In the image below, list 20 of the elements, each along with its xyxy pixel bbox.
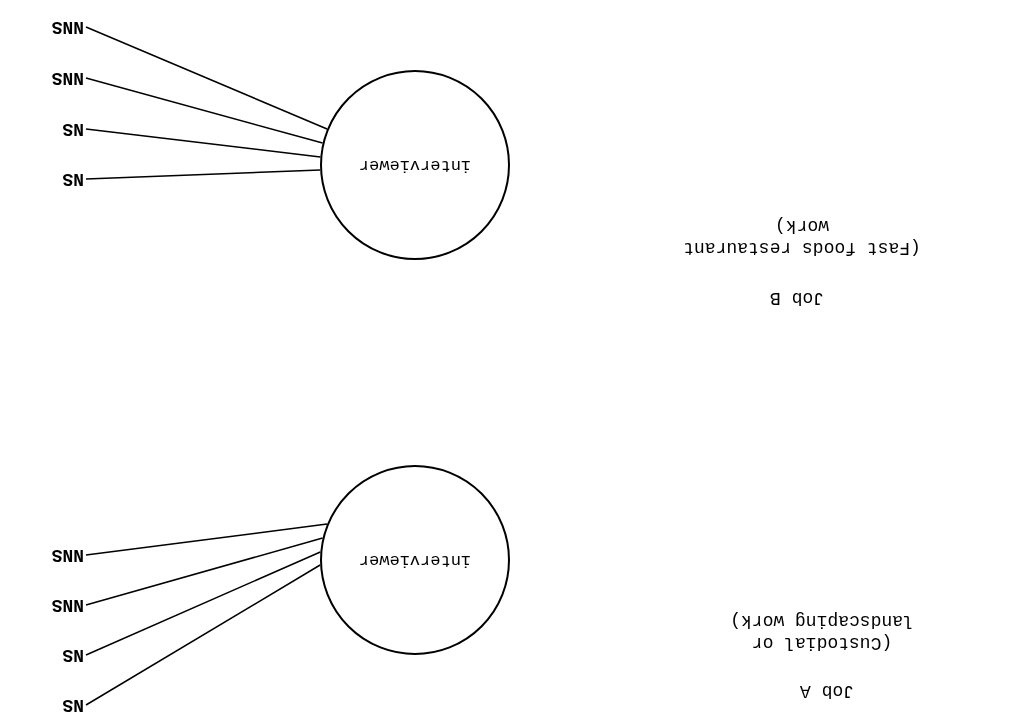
job-description: (Custodial or landscaping work)	[729, 610, 915, 654]
group-label: NS	[62, 696, 84, 714]
group-label: NNS	[51, 18, 84, 36]
job-title: Job A	[799, 680, 855, 702]
connector-line	[85, 128, 322, 158]
connector-line	[85, 551, 322, 656]
job-title: Job B	[769, 287, 825, 309]
group-label: NS	[62, 170, 84, 188]
group-label: NNS	[51, 69, 84, 87]
connector-line	[85, 169, 321, 180]
connector-line	[85, 523, 328, 556]
group-label: NS	[62, 646, 84, 664]
group-label: NNS	[51, 596, 84, 614]
node-label: interviewer	[358, 154, 472, 177]
group-label: NS	[62, 120, 84, 138]
connector-line	[85, 564, 321, 706]
node-label: interviewer	[358, 549, 472, 572]
job-description: (Fast foods restaurant work)	[682, 215, 922, 259]
group-label: NNS	[51, 546, 84, 564]
connector-line	[85, 26, 328, 130]
